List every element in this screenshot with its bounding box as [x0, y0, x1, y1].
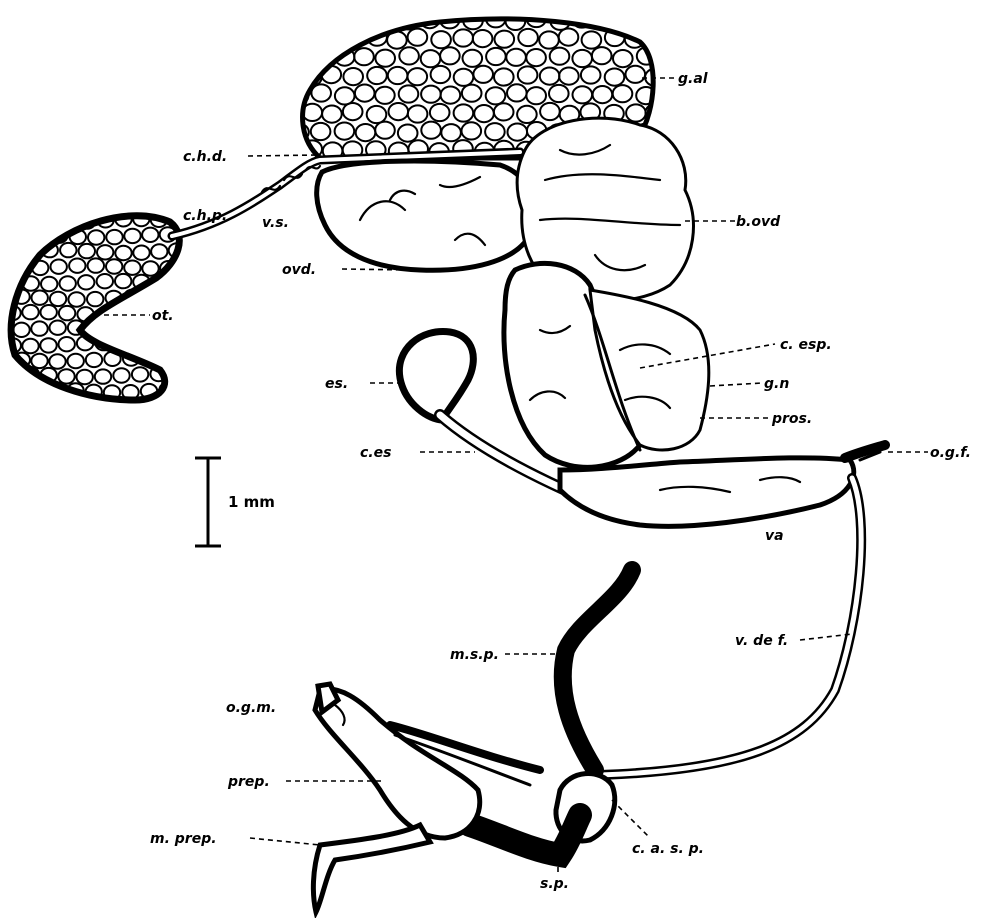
- label-ot: ot.: [152, 308, 174, 324]
- flagellum: [563, 570, 632, 770]
- label-c-h-d: c.h.d.: [183, 149, 227, 165]
- label-g-al: g.al: [678, 71, 708, 87]
- label-m-s-p: m.s.p.: [450, 647, 499, 663]
- label-c-es: c.es: [360, 445, 391, 461]
- label-c-h-p: c.h.p.: [183, 208, 227, 224]
- label-v-s: v.s.: [262, 215, 289, 231]
- label-s-p: s.p.: [540, 876, 569, 892]
- scale-bar-label: 1 mm: [228, 493, 275, 511]
- label-m-prep: m. prep.: [150, 831, 217, 847]
- label-c-a-s-p: c. a. s. p.: [632, 841, 704, 857]
- label-ovd: ovd.: [282, 262, 316, 278]
- label-c-esp: c. esp.: [780, 337, 832, 353]
- oviduct: [317, 161, 534, 270]
- label-v-de-f: v. de f.: [735, 633, 788, 649]
- label-va: va: [765, 528, 784, 544]
- label-prep: prep.: [227, 774, 270, 790]
- label-o-g-f: o.g.f.: [930, 445, 971, 461]
- ovotestis: [0, 196, 195, 400]
- label-g-n: g.n: [764, 376, 789, 392]
- label-es: es.: [325, 376, 348, 392]
- scale-bar: 1 mm: [195, 458, 275, 546]
- label-pros: pros.: [771, 411, 812, 427]
- label-b-ovd: b.ovd: [736, 214, 781, 230]
- label-o-g-m: o.g.m.: [226, 700, 276, 716]
